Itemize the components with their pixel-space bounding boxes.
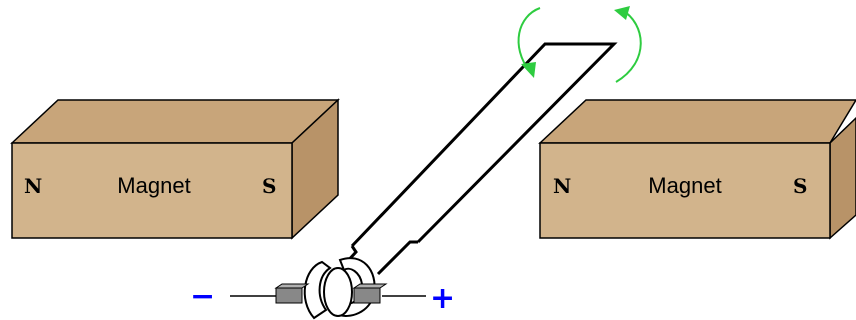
magnet-right-top <box>538 99 856 144</box>
magnet-right-south-label: S <box>793 174 807 198</box>
magnet-left-label: Magnet <box>117 173 190 198</box>
magnet-left-front <box>11 142 293 239</box>
magnet-left-north-label: N <box>24 174 42 198</box>
magnet-left-south-label: S <box>262 174 276 198</box>
commutator-center <box>323 267 353 317</box>
brush-left <box>275 287 303 304</box>
magnet-right-label: Magnet <box>648 173 721 198</box>
rotation-arrow-right-head <box>614 6 630 20</box>
rotation-arrow-right <box>615 9 642 83</box>
commutator-segment-left <box>303 260 332 320</box>
magnet-right-north-label: N <box>553 174 571 198</box>
armature-lead-right <box>376 240 418 276</box>
brushes <box>274 283 388 304</box>
rotation-arrow-left-head <box>521 62 536 78</box>
commutator <box>303 257 376 320</box>
brush-right <box>353 287 381 304</box>
magnet-right: N Magnet S <box>538 99 856 240</box>
brush-left-top <box>274 283 310 289</box>
magnet-left: N Magnet S <box>10 98 340 240</box>
positive-terminal-sign: + <box>430 281 455 316</box>
magnet-right-front <box>539 142 831 239</box>
brush-right-top <box>352 283 388 289</box>
negative-terminal-sign: − <box>190 279 215 314</box>
rotation-arrows <box>517 6 642 83</box>
armature-loop <box>350 42 618 248</box>
magnet-left-top <box>10 99 340 144</box>
